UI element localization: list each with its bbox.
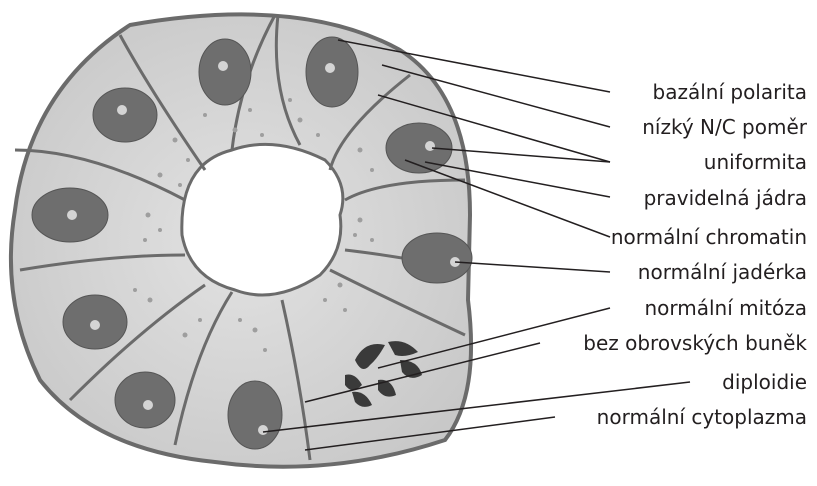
leader-normalni-jaderka [455, 262, 610, 272]
label-bez-obrovskych-bunek: bez obrovských buněk [583, 332, 807, 354]
nucleus [93, 88, 157, 142]
label-normalni-mitoza: normální mitóza [644, 297, 807, 319]
label-normalni-chromatin: normální chromatin [611, 226, 807, 248]
nucleus [228, 381, 282, 449]
nucleus [199, 39, 251, 105]
label-uniformita: uniformita [704, 151, 807, 173]
label-normalni-jaderka: normální jadérka [638, 261, 807, 283]
label-bazalni-polarita: bazální polarita [653, 81, 807, 103]
label-diploidie: diploidie [722, 371, 807, 393]
nucleus [115, 372, 175, 428]
lumen [182, 144, 343, 295]
nucleus [402, 233, 472, 283]
label-nizky-nc-pomer: nízký N/C poměr [642, 116, 807, 138]
label-normalni-cytoplazma: normální cytoplazma [597, 406, 807, 428]
label-pravidelna-jadra: pravidelná jádra [644, 187, 807, 209]
